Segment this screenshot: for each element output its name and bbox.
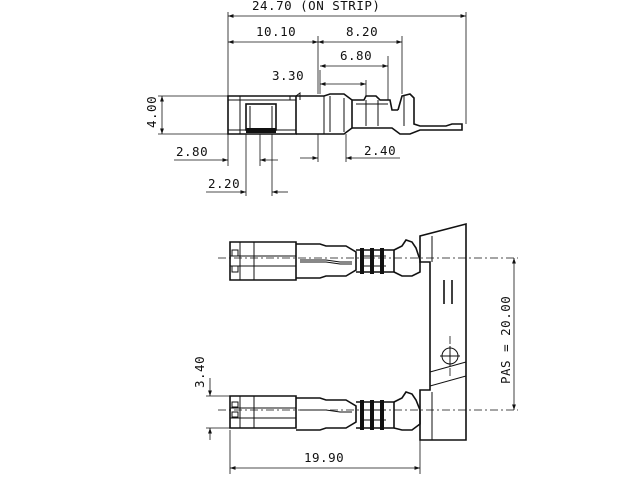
dim-8-20-label: 8.20 (346, 24, 378, 39)
dim-6-80-label: 6.80 (340, 48, 372, 63)
dim-2-40-label: 2.40 (364, 143, 396, 158)
side-view-terminal (227, 92, 463, 135)
dim-19-90-label: 19.90 (304, 450, 344, 465)
terminal-upper (229, 239, 421, 281)
dim-3-40-label: 3.40 (192, 356, 207, 388)
pitch-label: PAS = 20.00 (498, 296, 513, 384)
dim-2-20-label: 2.20 (208, 176, 240, 191)
dim-2-80-label: 2.80 (176, 144, 208, 159)
bottom-dimension-lines (206, 258, 516, 474)
dim-4-00-label: 4.00 (144, 96, 159, 128)
top-dimension-lines (160, 14, 466, 194)
dim-10-10-label: 10.10 (256, 24, 296, 39)
overall-length-label: 24.70 (ON STRIP) (252, 0, 380, 13)
centre-lines (218, 257, 518, 411)
carrier-strip (419, 222, 467, 441)
top-extension-lines (158, 12, 467, 196)
dim-3-30-label: 3.30 (272, 68, 304, 83)
terminal-lower (229, 391, 421, 431)
